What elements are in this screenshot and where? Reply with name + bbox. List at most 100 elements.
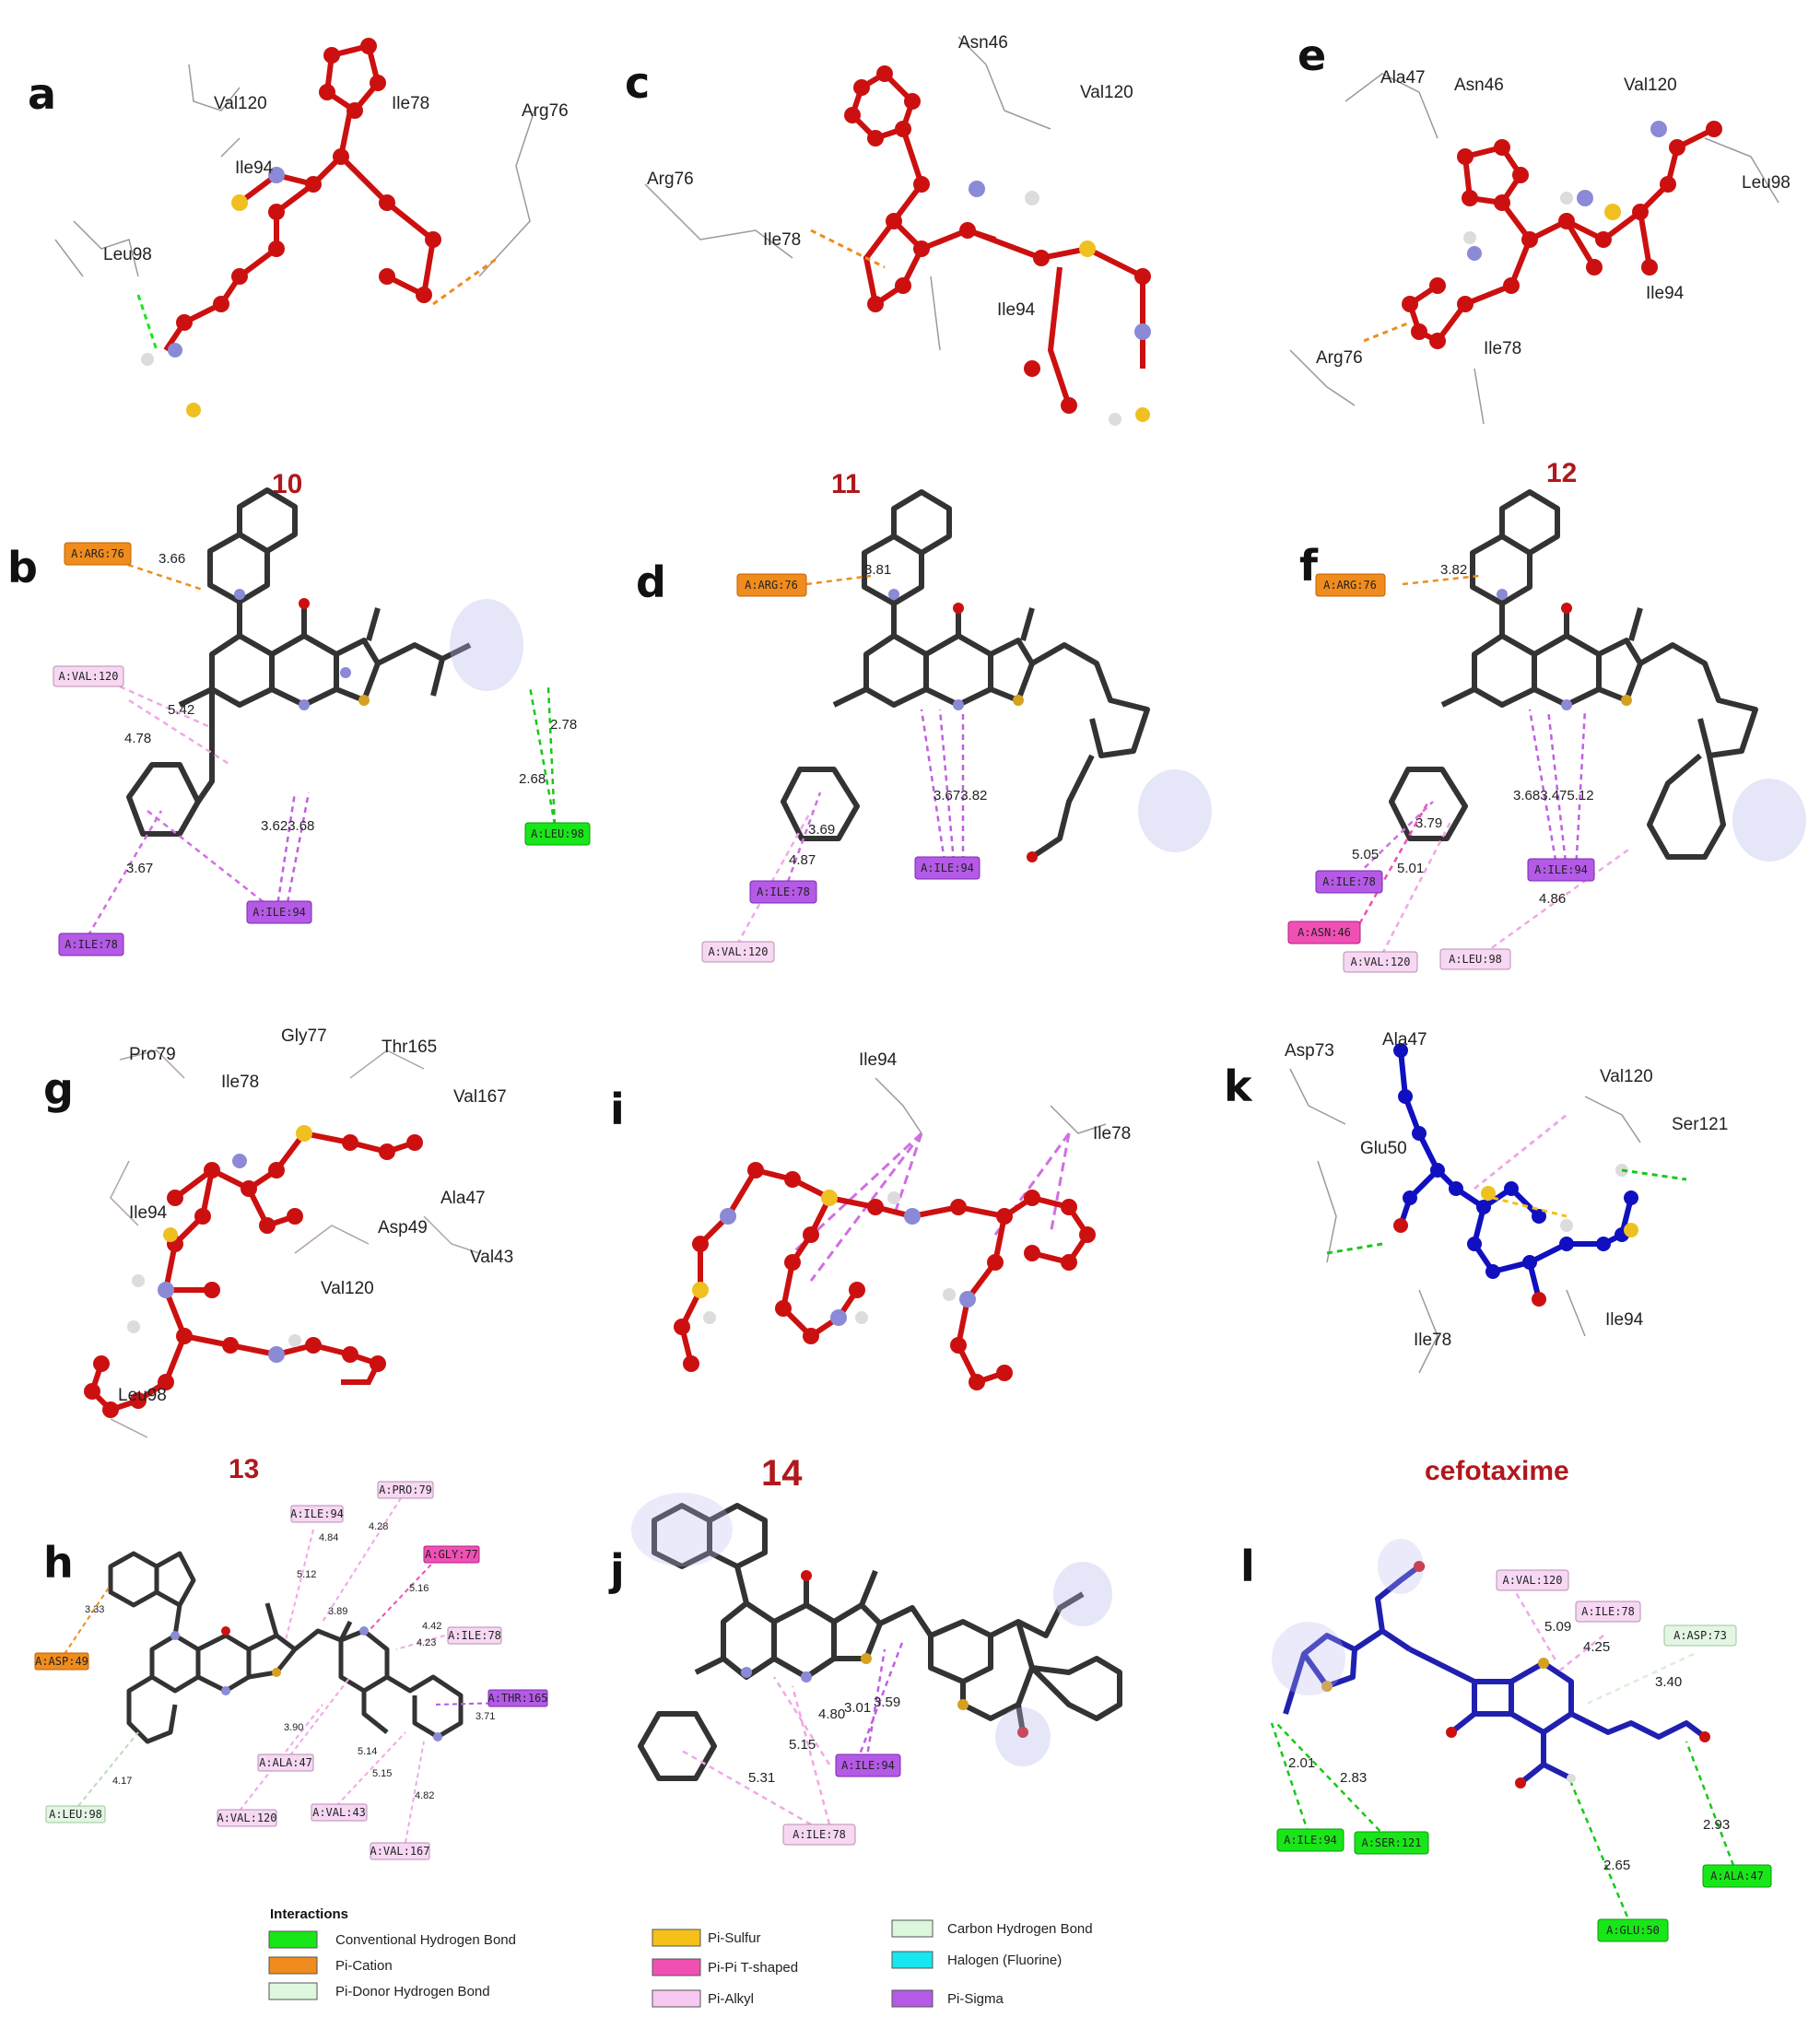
residue-tag: A:ALA:47 [1702, 1864, 1772, 1888]
svg-text:A:LEU:98: A:LEU:98 [531, 827, 584, 840]
panel-label-d: d [636, 557, 666, 607]
distance-label: 5.31 [748, 1770, 775, 1786]
residue-tag: A:ILE:94 [835, 1753, 901, 1777]
pication-c [810, 229, 886, 269]
panel-label-f: f [1299, 541, 1319, 591]
heteroatoms-f [1497, 589, 1806, 862]
residue-tag: A:PRO:79 [377, 1481, 434, 1499]
interaction-lines-f [1349, 574, 1632, 964]
residue-tag: A:ILE:94 [1527, 858, 1595, 882]
protein-lines-i [875, 1077, 1107, 1134]
distance-label: 3.59 [874, 1695, 900, 1710]
svg-text:A:PRO:79: A:PRO:79 [379, 1483, 432, 1496]
residue-tag: A:ILE:94 [290, 1505, 344, 1523]
panel-label-e: e [1297, 30, 1326, 80]
residue-tag: A:ILE:78 [749, 880, 817, 904]
residue-label: Ala47 [440, 1189, 486, 1208]
residue-tag: A:ASN:46 [1287, 921, 1361, 944]
residue-label: Asn46 [958, 33, 1008, 53]
svg-text:A:ASP:73: A:ASP:73 [1673, 1629, 1727, 1642]
ligand-14-atoms [674, 1162, 1096, 1390]
interaction-lines-b [81, 557, 557, 945]
residue-label: Val120 [321, 1279, 374, 1298]
residue-tag: A:VAL:120 [701, 941, 775, 963]
distance-label: 3.82 [1440, 562, 1467, 578]
panel-label-l: l [1240, 1542, 1255, 1591]
residue-label: Ile78 [392, 94, 429, 113]
residue-tag: A:ASP:73 [1663, 1624, 1737, 1647]
distance-label: 3.90 [284, 1722, 303, 1733]
interaction-tags-d: A:ARG:76 A:ILE:94 A:ILE:78 A:VAL:120 [701, 573, 980, 963]
protein-lines-g [110, 1050, 480, 1438]
svg-text:A:ASP:49: A:ASP:49 [35, 1655, 88, 1668]
residue-tag: A:ILE:78 [1315, 870, 1383, 894]
residue-tag: A:ARG:76 [64, 542, 132, 566]
residue-tag: A:VAL:167 [370, 1842, 430, 1860]
compound-label: 11 [831, 469, 861, 499]
interaction-lines-h [64, 1490, 508, 1844]
panel-a: a Val120 Ile78 Arg76 Ile94 Leu98 10 [28, 38, 569, 499]
distance-label: 4.80 [818, 1706, 845, 1722]
residue-label: Asp73 [1285, 1041, 1334, 1061]
svg-text:Carbon Hydrogen Bond: Carbon Hydrogen Bond [947, 1921, 1093, 1937]
distance-label: 3.623.68 [261, 818, 314, 834]
interaction-tags-h: A:ILE:94 A:PRO:79 A:GLY:77 A:ILE:78 A:TH… [34, 1481, 548, 1860]
svg-text:A:ILE:78: A:ILE:78 [793, 1828, 846, 1841]
svg-text:A:VAL:167: A:VAL:167 [370, 1845, 429, 1858]
distance-label: 5.16 [409, 1583, 429, 1594]
residue-tag: A:VAL:43 [311, 1803, 368, 1822]
panel-label-k: k [1224, 1061, 1253, 1111]
residue-label: Ala47 [1382, 1030, 1427, 1050]
panel-c: c Asn46 Val120 Arg76 Ile78 Ile94 11 [625, 33, 1151, 499]
svg-text:A:ILE:78: A:ILE:78 [1322, 875, 1376, 888]
protein-lines-a [54, 64, 535, 277]
distance-label: 3.683.475.12 [1513, 788, 1594, 803]
panel-f: f A:ARG:76 A:ILE:78 A:ILE:94 A:ASN:4 [1287, 489, 1806, 973]
svg-text:A:ALA:47: A:ALA:47 [1710, 1870, 1764, 1882]
distance-label: 3.01 [844, 1700, 871, 1716]
structure-2d-h [108, 1551, 464, 1744]
distance-label: 4.84 [319, 1532, 338, 1543]
svg-text:A:VAL:120: A:VAL:120 [58, 670, 118, 683]
svg-text:A:ILE:78: A:ILE:78 [65, 938, 118, 951]
distance-label: 5.09 [1544, 1619, 1571, 1635]
pication-a [432, 256, 499, 306]
panel-label-j: j [608, 1545, 625, 1595]
ligand-12-atoms [1402, 121, 1722, 349]
svg-text:A:VAL:120: A:VAL:120 [217, 1812, 276, 1824]
svg-text:A:ASN:46: A:ASN:46 [1297, 926, 1351, 939]
interaction-tags-l: A:VAL:120 A:ILE:78 A:ASP:73 A:ILE:94 A:S… [1276, 1569, 1772, 1942]
legend-item: Pi-Alkyl [652, 1989, 754, 2008]
residue-label: Ile78 [1093, 1124, 1131, 1143]
heteroatoms-l [1272, 1539, 1710, 1788]
distance-label: 5.14 [358, 1746, 377, 1757]
distance-label: 2.01 [1288, 1755, 1315, 1771]
distance-label: 4.28 [369, 1521, 388, 1532]
structure-2d-d [781, 489, 1150, 860]
residue-tag: A:ALA:47 [257, 1753, 314, 1772]
svg-text:A:VAL:43: A:VAL:43 [312, 1806, 366, 1819]
residue-tag: A:ILE:94 [914, 856, 980, 880]
panel-g: g Pro79 Gly77 Thr165 Ile78 Val167 Ala47 … [43, 1026, 513, 1484]
residue-tag: A:ILE:78 [447, 1626, 502, 1645]
residue-tag: A:VAL:120 [1343, 951, 1418, 973]
heteroatoms-b [234, 589, 523, 710]
legend-title: Interactions [270, 1906, 348, 1922]
compound-label: 12 [1546, 458, 1577, 488]
ligand-11-atoms [844, 65, 1151, 426]
interaction-lines-d [735, 574, 965, 945]
distance-label: 5.12 [297, 1569, 316, 1580]
svg-text:A:GLU:50: A:GLU:50 [1606, 1924, 1660, 1937]
residue-tag: A:LEU:98 [524, 822, 591, 846]
residue-label: Ile94 [1646, 284, 1685, 303]
panel-e: e Ala47 Asn46 Val120 Leu98 Ile94 Ile78 A… [1289, 30, 1791, 488]
residue-label: Val120 [1600, 1067, 1653, 1086]
svg-text:A:ARG:76: A:ARG:76 [71, 547, 124, 560]
distance-label: 3.69 [808, 822, 835, 838]
svg-text:A:ILE:94: A:ILE:94 [841, 1759, 895, 1772]
residue-label: Ala47 [1380, 68, 1426, 88]
residue-label: Asp49 [378, 1218, 428, 1237]
svg-text:A:THR:165: A:THR:165 [487, 1692, 547, 1705]
distance-label: 3.79 [1415, 815, 1442, 831]
residue-label: Arg76 [647, 170, 694, 189]
